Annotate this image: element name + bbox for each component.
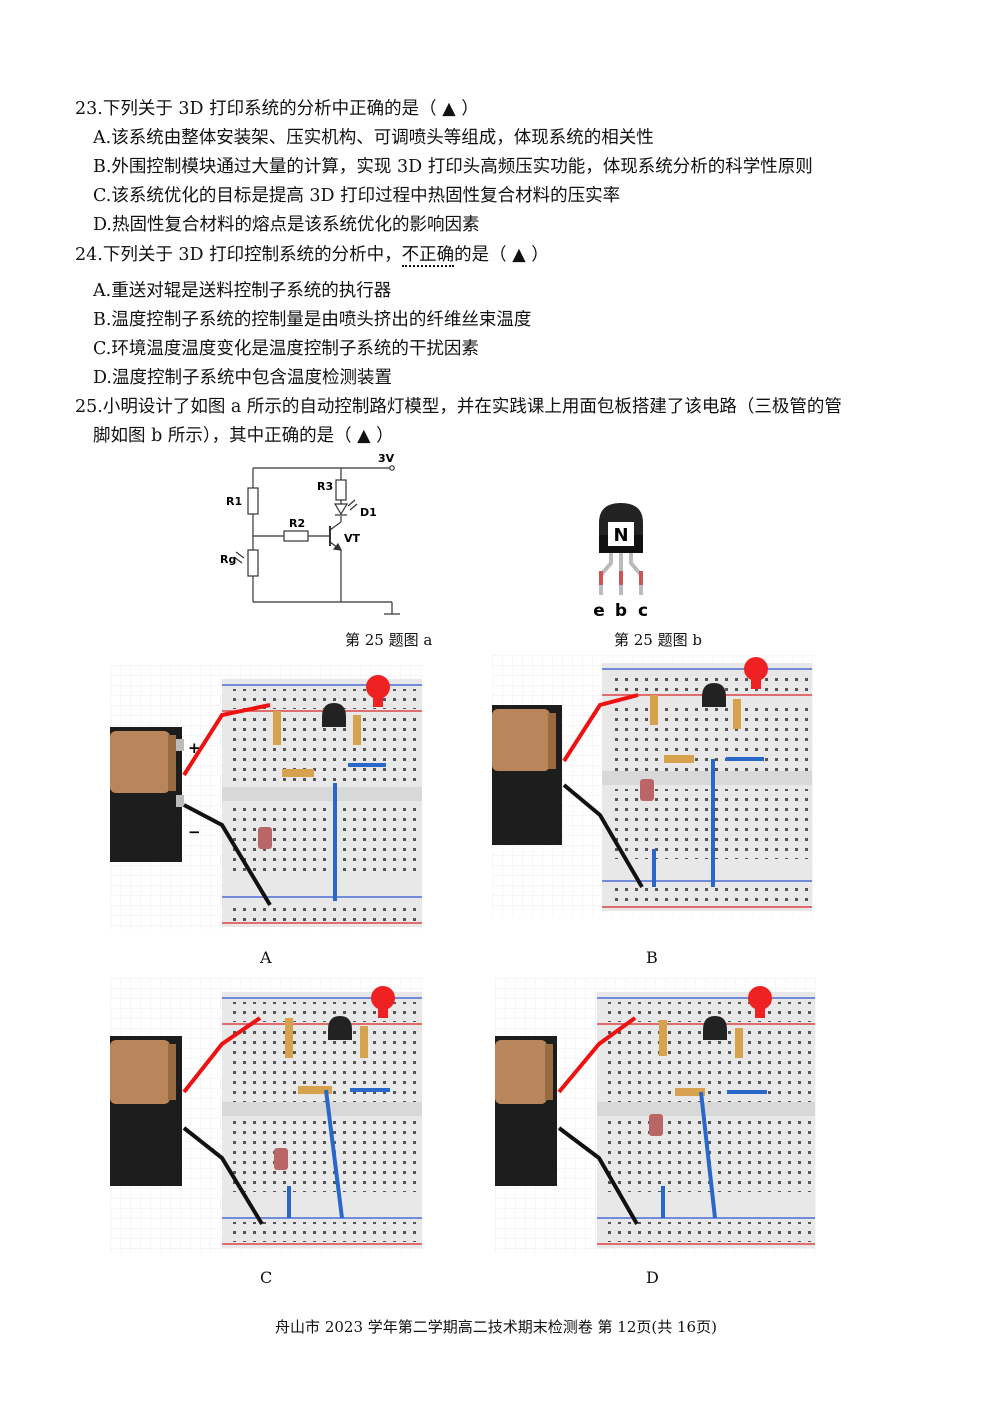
d1-label: D1 <box>360 506 377 519</box>
option-label-b: B <box>646 948 658 967</box>
transistor-mark: N <box>613 525 628 546</box>
breadboard-option-c <box>110 978 425 1253</box>
r2-label: R2 <box>289 517 305 530</box>
q24-option-d: D.温度控制子系统中包含温度检测装置 <box>93 368 392 388</box>
q23-option-c: C.该系统优化的目标是提高 3D 打印过程中热固性复合材料的压实率 <box>93 186 621 206</box>
q23-option-d: D.热固性复合材料的熔点是该系统优化的影响因素 <box>93 215 480 235</box>
option-label-c: C <box>260 1268 273 1287</box>
r1-label: R1 <box>226 495 242 508</box>
pin-b-label: b <box>615 601 627 621</box>
vt-label: VT <box>344 532 361 545</box>
circuit-diagram: 3V R1 R2 R3 D1 VT Rg <box>220 452 400 615</box>
transistor-figure: N e b c <box>593 503 648 621</box>
q23-stem: 23.下列关于 3D 打印系统的分析中正确的是（ ▲ ） <box>75 99 479 119</box>
q24-emphasis: 不正确 <box>401 245 455 267</box>
battery-plus: + <box>188 739 201 757</box>
q24-option-c: C.环境温度温度变化是温度控制子系统的干扰因素 <box>93 339 479 359</box>
page-footer: 舟山市 2023 学年第二学期高二技术期末检测卷 第 12页(共 16页) <box>275 1318 717 1336</box>
breadboard-option-a: + − <box>110 665 425 930</box>
figure-a-caption: 第 25 题图 a <box>345 631 433 649</box>
breadboard-option-b <box>492 655 814 915</box>
q23-option-b: B.外围控制模块通过大量的计算，实现 3D 打印头高频压实功能，体现系统分析的科… <box>93 157 813 177</box>
supply-label: 3V <box>378 452 395 465</box>
q23-option-a: A.该系统由整体安装架、压实机构、可调喷头等组成，体现系统的相关性 <box>93 128 654 148</box>
rg-label: Rg <box>220 553 236 566</box>
option-label-a: A <box>260 948 272 967</box>
q24-option-a: A.重送对辊是送料控制子系统的执行器 <box>93 281 392 301</box>
pin-c-label: c <box>638 601 648 621</box>
breadboard-option-d <box>495 978 817 1253</box>
q25-stem-line1: 25.小明设计了如图 a 所示的自动控制路灯模型，并在实践课上用面包板搭建了该电… <box>75 397 842 417</box>
q24-stem: 24.下列关于 3D 打印控制系统的分析中，不正确的是（ ▲ ） <box>75 245 549 267</box>
battery-minus: − <box>188 823 201 841</box>
figure-b-caption: 第 25 题图 b <box>614 631 702 649</box>
option-label-d: D <box>646 1268 659 1287</box>
q25-stem-line2: 脚如图 b 所示），其中正确的是（ ▲ ） <box>93 426 394 446</box>
r3-label: R3 <box>317 480 333 493</box>
pin-e-label: e <box>593 601 605 621</box>
q24-option-b: B.温度控制子系统的控制量是由喷头挤出的纤维丝束温度 <box>93 310 532 330</box>
